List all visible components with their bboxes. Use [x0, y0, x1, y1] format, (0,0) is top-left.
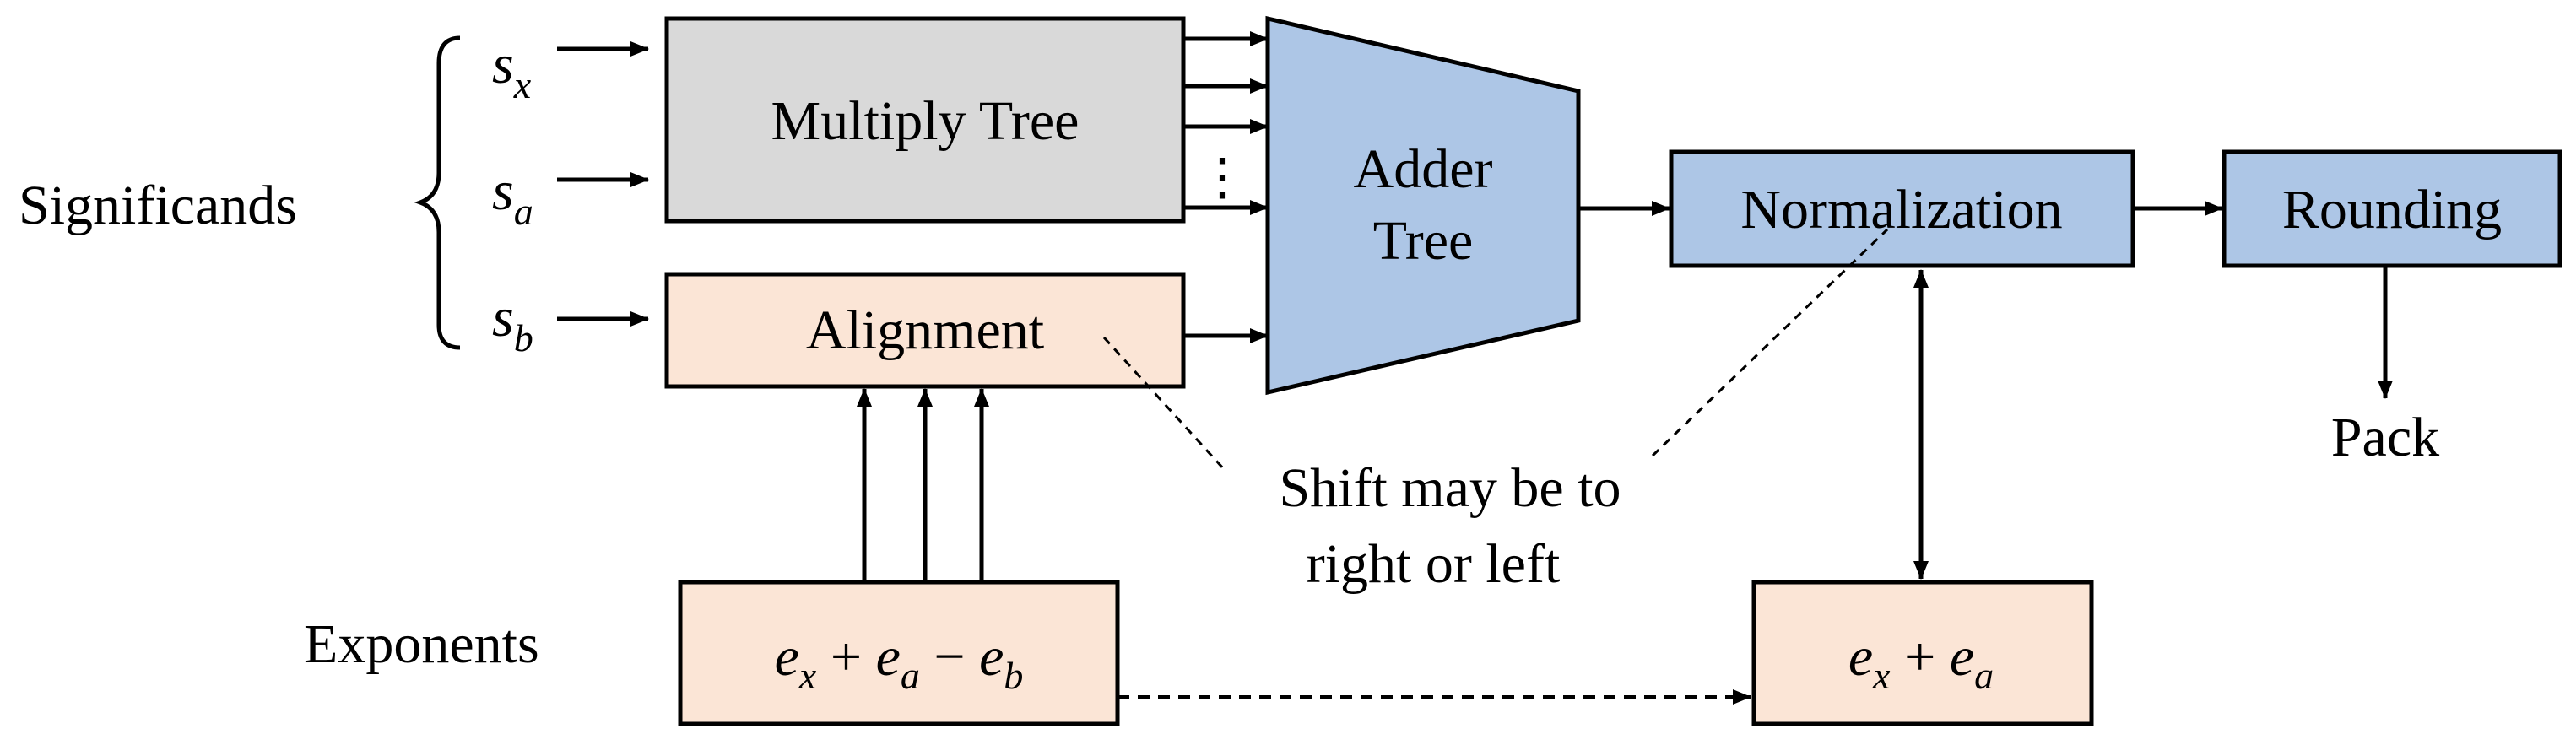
normalization-box — [1669, 149, 2135, 268]
sa-label: sa — [492, 160, 533, 233]
exponent-sum-box — [1751, 580, 2094, 726]
rounding-label: Rounding — [2282, 179, 2502, 240]
exponent-diff-box — [678, 580, 1120, 726]
exponent-diff-expr: ex + ea − eb — [775, 626, 1024, 697]
exponents-label: Exponents — [304, 613, 539, 675]
significands-brace — [414, 35, 461, 350]
exponent-sum-expr: ex + ea — [1848, 626, 1994, 697]
adder-tree-label-1: Adder — [1354, 138, 1493, 200]
alignment-label: Alignment — [806, 300, 1044, 361]
significands-label: Significands — [19, 175, 297, 236]
mt-out-dots: ⋮ — [1197, 149, 1247, 205]
adder-tree-label-2: Tree — [1373, 210, 1474, 272]
pack-label: Pack — [2331, 407, 2439, 468]
sb-label: sb — [492, 287, 533, 359]
rounding-box — [2222, 149, 2562, 268]
multiply-tree-label: Multiply Tree — [771, 90, 1080, 152]
sx-label: sx — [492, 34, 532, 106]
adder-tree-shape — [1265, 15, 1581, 396]
normalization-label: Normalization — [1740, 179, 2062, 240]
note-line-2: right or left — [1307, 533, 1561, 595]
note-line-1: Shift may be to — [1279, 457, 1621, 519]
multiply-tree-box — [664, 16, 1186, 224]
alignment-box — [664, 272, 1186, 389]
